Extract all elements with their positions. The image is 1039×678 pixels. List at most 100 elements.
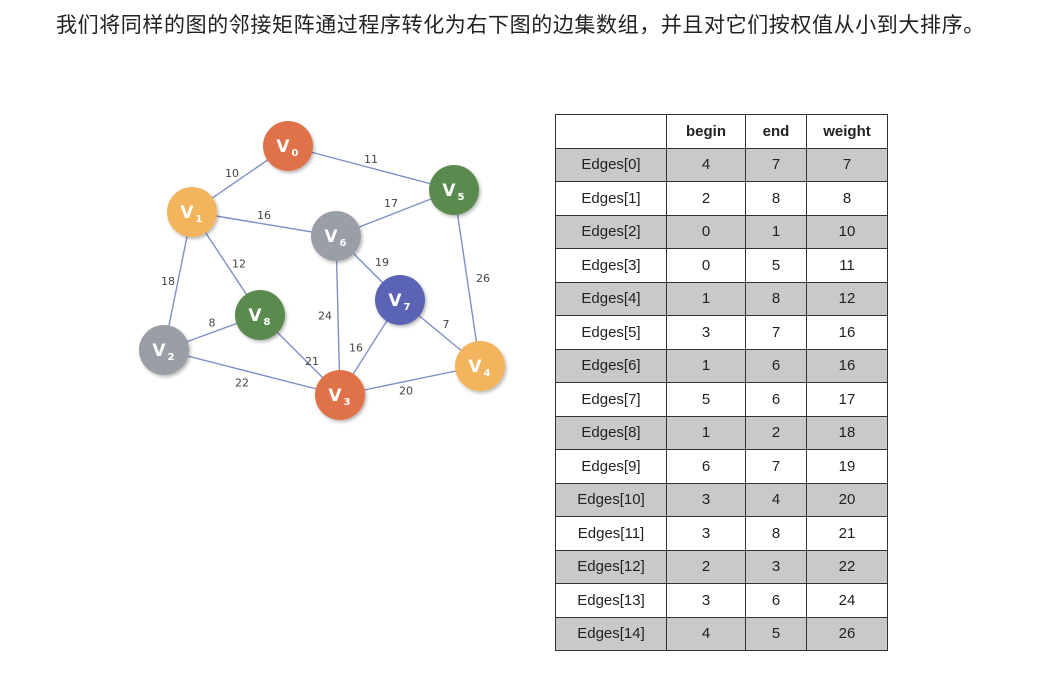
node-circle [167,187,217,237]
edge-weight-label: 18 [161,275,175,288]
end-cell: 1 [745,214,807,249]
edge-weight-label: 26 [476,272,490,285]
node-label: V [388,291,402,311]
end-cell: 7 [745,147,807,182]
edge-weight-label: 7 [443,318,450,331]
begin-cell: 4 [666,616,746,651]
graph-edge-2-3 [163,349,341,396]
node-label: V [152,341,166,361]
graph-edge-5-4 [453,189,481,367]
node-label: V [442,181,456,201]
end-cell: 7 [745,449,807,484]
weight-cell: 7 [806,147,888,182]
weight-cell: 21 [806,516,888,551]
end-cell: 3 [745,549,807,584]
edge-weight-label: 12 [232,258,246,271]
edge-weight-label: 10 [225,167,239,180]
edge-name-cell: Edges[1] [555,181,667,216]
edge-weight-label: 20 [399,385,413,398]
node-circle [375,275,425,325]
end-cell: 6 [745,382,807,417]
node-subscript: 2 [168,352,175,363]
begin-cell: 1 [666,281,746,316]
weight-cell: 16 [806,315,888,350]
begin-cell: 3 [666,482,746,517]
node-circle [455,341,505,391]
node-circle [139,325,189,375]
begin-cell: 0 [666,214,746,249]
weight-cell: 10 [806,214,888,249]
node-circle [429,165,479,215]
edge-name-cell: Edges[6] [555,348,667,383]
end-cell: 6 [745,348,807,383]
node-label: V [468,357,482,377]
node-circle [235,290,285,340]
begin-cell: 4 [666,147,746,182]
edge-name-cell: Edges[14] [555,616,667,651]
edge-name-cell: Edges[10] [555,482,667,517]
edge-weight-label: 16 [349,342,363,355]
weight-cell: 22 [806,549,888,584]
weight-cell: 18 [806,415,888,450]
begin-cell: 3 [666,583,746,618]
weight-cell: 24 [806,583,888,618]
edge-name-cell: Edges[13] [555,583,667,618]
edge-weight-label: 11 [364,153,378,166]
end-cell: 8 [745,181,807,216]
node-circle [315,370,365,420]
node-subscript: 3 [344,397,351,408]
node-subscript: 0 [292,148,299,159]
edge-weight-label: 21 [305,355,319,368]
end-cell: 6 [745,583,807,618]
weight-cell: 11 [806,248,888,283]
edge-weight-label: 19 [375,256,389,269]
begin-cell: 6 [666,449,746,484]
header-cell-end: end [745,114,807,149]
weight-cell: 17 [806,382,888,417]
edge-name-cell: Edges[7] [555,382,667,417]
weight-cell: 16 [806,348,888,383]
edge-name-cell: Edges[8] [555,415,667,450]
edge-name-cell: Edges[11] [555,516,667,551]
graph-edge-0-5 [287,145,455,191]
intro-text: 我们将同样的图的邻接矩阵通过程序转化为右下图的边集数组，并且对它们按权值从小到大… [56,13,985,37]
end-cell: 8 [745,281,807,316]
begin-cell: 1 [666,348,746,383]
edge-weight-label: 17 [384,197,398,210]
edge-name-cell: Edges[9] [555,449,667,484]
edge-name-cell: Edges[4] [555,281,667,316]
end-cell: 2 [745,415,807,450]
node-label: V [276,137,290,157]
edge-weight-label: 16 [257,209,271,222]
end-cell: 5 [745,248,807,283]
node-subscript: 7 [404,302,411,313]
begin-cell: 3 [666,315,746,350]
begin-cell: 2 [666,549,746,584]
header-cell-begin: begin [666,114,746,149]
edge-name-cell: Edges[2] [555,214,667,249]
end-cell: 5 [745,616,807,651]
node-subscript: 5 [458,192,465,203]
header-cell-blank [555,114,667,149]
graph-edge-6-3 [335,235,341,396]
weight-cell: 19 [806,449,888,484]
